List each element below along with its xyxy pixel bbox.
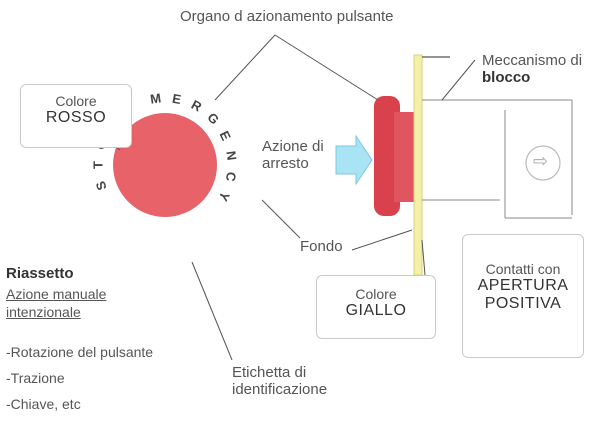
yellow-plate — [413, 54, 423, 276]
box-contatti-line1: Contatti con — [485, 261, 561, 277]
riassetto-subtitle-line2: intenzionale — [6, 304, 81, 320]
ring-letter: M — [149, 90, 162, 106]
ring-letter: S — [93, 179, 110, 192]
label-azione-arresto: Azione di arresto — [262, 138, 324, 173]
label-azione-line2: arresto — [262, 155, 309, 173]
ring-letter: Y — [215, 189, 232, 204]
box-colore-rosso: Colore ROSSO — [20, 84, 132, 148]
label-meccanismo-line1: Meccanismo di — [482, 52, 583, 69]
contact-symbol — [525, 145, 561, 181]
red-button-front-view — [113, 113, 217, 217]
label-meccanismo-line2: blocco — [482, 69, 531, 87]
ring-letter: C — [223, 171, 240, 183]
ring-letter: G — [204, 110, 222, 128]
box-giallo-line2: GIALLO — [345, 302, 407, 319]
label-meccanismo: Meccanismo di blocco — [482, 52, 582, 87]
ring-letter: T — [90, 161, 105, 169]
ring-letter: N — [223, 150, 239, 161]
red-button-side-stem — [394, 112, 414, 202]
riassetto-item: -Chiave, etc — [6, 396, 81, 412]
box-contatti-line3: POSITIVA — [484, 295, 562, 312]
red-button-side-cap — [374, 96, 400, 216]
label-azione-line1: Azione di — [262, 138, 324, 155]
label-fondo: Fondo — [300, 238, 343, 255]
box-giallo-line1: Colore — [355, 286, 397, 302]
riassetto-item: -Rotazione del pulsante — [6, 344, 154, 360]
label-etichetta-line2: identificazione — [232, 381, 328, 399]
box-contatti-line2: APERTURA — [477, 277, 569, 294]
ring-letter: R — [189, 97, 205, 115]
riassetto-subtitle-line1: Azione manuale — [6, 286, 107, 302]
box-colore-giallo: Colore GIALLO — [316, 275, 436, 339]
riassetto-title: Riassetto — [6, 265, 74, 282]
ring-letter: E — [171, 91, 182, 107]
box-rosso-line2: ROSSO — [45, 109, 107, 126]
stop-action-arrow — [335, 134, 373, 186]
arrow-icon: ⇨ — [533, 151, 549, 171]
riassetto-item: -Trazione — [6, 370, 65, 386]
label-etichetta: Etichetta di identificazione — [232, 364, 327, 399]
box-rosso-line1: Colore — [55, 93, 97, 109]
ring-letter: E — [217, 128, 234, 143]
label-organo-azionamento: Organo d azionamento pulsante — [180, 8, 394, 25]
box-contatti: Contatti con APERTURA POSITIVA — [462, 234, 584, 358]
label-etichetta-line1: Etichetta di — [232, 364, 307, 381]
